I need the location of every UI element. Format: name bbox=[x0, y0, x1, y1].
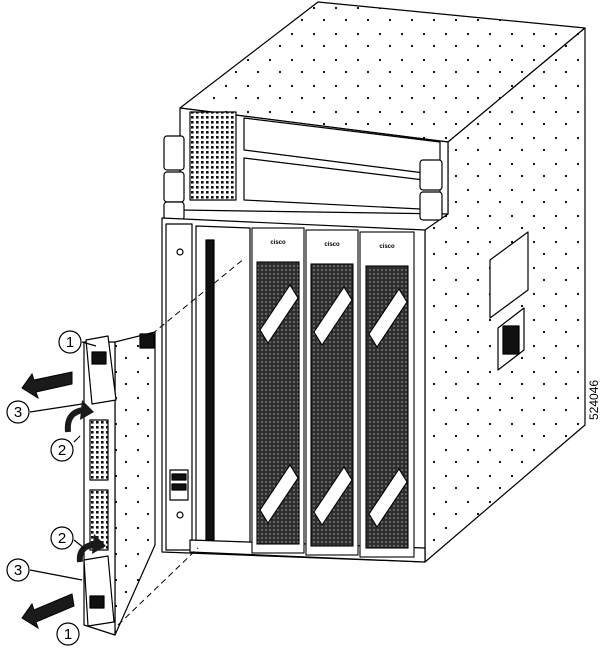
module-pull-handle-upper bbox=[313, 285, 353, 347]
installed-fan-modules: cisco cisco cisco bbox=[251, 227, 415, 558]
cisco-logo: cisco bbox=[270, 240, 286, 246]
side-label-plate bbox=[489, 231, 529, 319]
callout-2-top: 2 bbox=[50, 435, 81, 462]
empty-slot-guide bbox=[205, 239, 215, 541]
svg-text:1: 1 bbox=[64, 626, 72, 643]
callout-3-bottom: 3 bbox=[6, 558, 83, 582]
svg-text:2: 2 bbox=[58, 530, 66, 547]
module-pull-handle-lower bbox=[368, 467, 408, 529]
callout-3-top: 3 bbox=[6, 400, 83, 424]
svg-text:3: 3 bbox=[14, 562, 22, 579]
card-rear-connector bbox=[139, 333, 155, 349]
rotate-arrow-top bbox=[64, 400, 94, 433]
bottom-ejector-lever bbox=[83, 555, 115, 627]
module-pull-handle-lower bbox=[259, 463, 299, 525]
figure-id-label: 524046 bbox=[587, 380, 600, 420]
rotate-arrow-bottom bbox=[76, 534, 106, 563]
left-rack-rail bbox=[165, 223, 193, 551]
module-pull-handle-upper bbox=[259, 283, 299, 345]
chassis-right-handles bbox=[419, 159, 443, 221]
installed-module-1: cisco bbox=[251, 227, 305, 554]
installed-module-3: cisco bbox=[359, 231, 415, 558]
empty-module-slot bbox=[195, 225, 251, 546]
chassis-upper-vent bbox=[189, 111, 237, 201]
svg-text:2: 2 bbox=[58, 442, 66, 459]
module-pull-handle-lower bbox=[313, 465, 353, 527]
installed-module-2: cisco bbox=[305, 229, 359, 556]
card-port-block-upper bbox=[89, 419, 109, 481]
chassis-left-handles bbox=[163, 135, 185, 221]
removed-line-card bbox=[83, 331, 156, 636]
cisco-logo: cisco bbox=[379, 244, 395, 250]
pull-arrow-bottom bbox=[21, 593, 75, 630]
side-handle-grip bbox=[502, 325, 520, 355]
callout-1-bottom: 1 bbox=[56, 622, 80, 646]
svg-text:3: 3 bbox=[14, 404, 22, 421]
pull-arrow-top bbox=[21, 371, 73, 400]
callout-1-top: 1 bbox=[58, 330, 97, 354]
cisco-logo: cisco bbox=[324, 242, 340, 248]
module-pull-handle-upper bbox=[368, 287, 408, 349]
removed-card-side-face bbox=[114, 331, 156, 636]
alignment-guides bbox=[117, 257, 246, 626]
callout-2-bottom: 2 bbox=[50, 526, 85, 550]
svg-text:1: 1 bbox=[66, 334, 74, 351]
